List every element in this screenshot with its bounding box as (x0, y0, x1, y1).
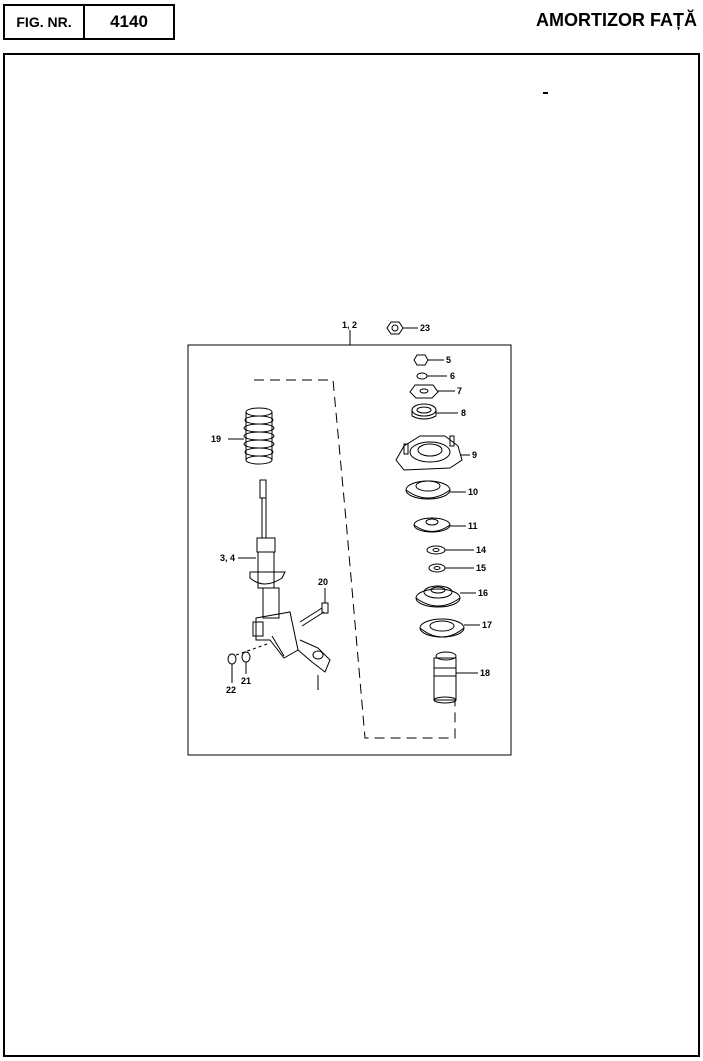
callout-10: 10 (468, 487, 478, 497)
coil-spring (243, 407, 275, 465)
callout-19: 19 (211, 434, 221, 444)
bolt-20 (299, 602, 329, 627)
callout-1-2: 1, 2 (342, 320, 357, 330)
page-title: AMORTIZOR FAȚĂ (536, 10, 697, 30)
callout-18: 18 (480, 668, 490, 678)
lower-seat-16 (415, 585, 461, 608)
assembly-dash-line (254, 379, 456, 739)
callout-21: 21 (241, 676, 251, 686)
callout-23: 23 (420, 323, 430, 333)
page-frame (3, 53, 700, 1057)
callout-15: 15 (476, 563, 486, 573)
callout-11: 11 (468, 521, 478, 531)
washer-14 (426, 545, 446, 555)
nut-5 (413, 354, 429, 366)
figure-number-box: FIG. NR. 4140 (3, 4, 175, 40)
callout-5: 5 (446, 355, 451, 365)
callout-20: 20 (318, 577, 328, 587)
callout-14: 14 (476, 545, 486, 555)
washer-6 (416, 372, 428, 380)
spring-pad-11 (413, 517, 451, 533)
nut-22 (227, 653, 237, 665)
shock-absorber-strut (249, 479, 299, 659)
callout-3-4: 3, 4 (220, 553, 235, 563)
figure-label: FIG. NR. (5, 6, 85, 38)
nut-23 (386, 321, 404, 335)
bearing-8 (411, 403, 437, 420)
callout-6: 6 (450, 371, 455, 381)
callout-17: 17 (482, 620, 492, 630)
callout-16: 16 (478, 588, 488, 598)
spring-seat-10 (405, 480, 451, 500)
washer-21 (241, 651, 251, 663)
stray-mark (543, 92, 548, 94)
callout-8: 8 (461, 408, 466, 418)
dust-boot-18 (433, 651, 457, 704)
callout-7: 7 (457, 386, 462, 396)
strut-mount-9 (395, 435, 463, 471)
figure-number: 4140 (110, 12, 148, 31)
callout-22: 22 (226, 685, 236, 695)
callout-9: 9 (472, 450, 477, 460)
insulator-17 (419, 618, 465, 638)
washer-15 (428, 563, 446, 573)
lower-bracket (297, 639, 331, 673)
plate-7 (409, 384, 439, 399)
